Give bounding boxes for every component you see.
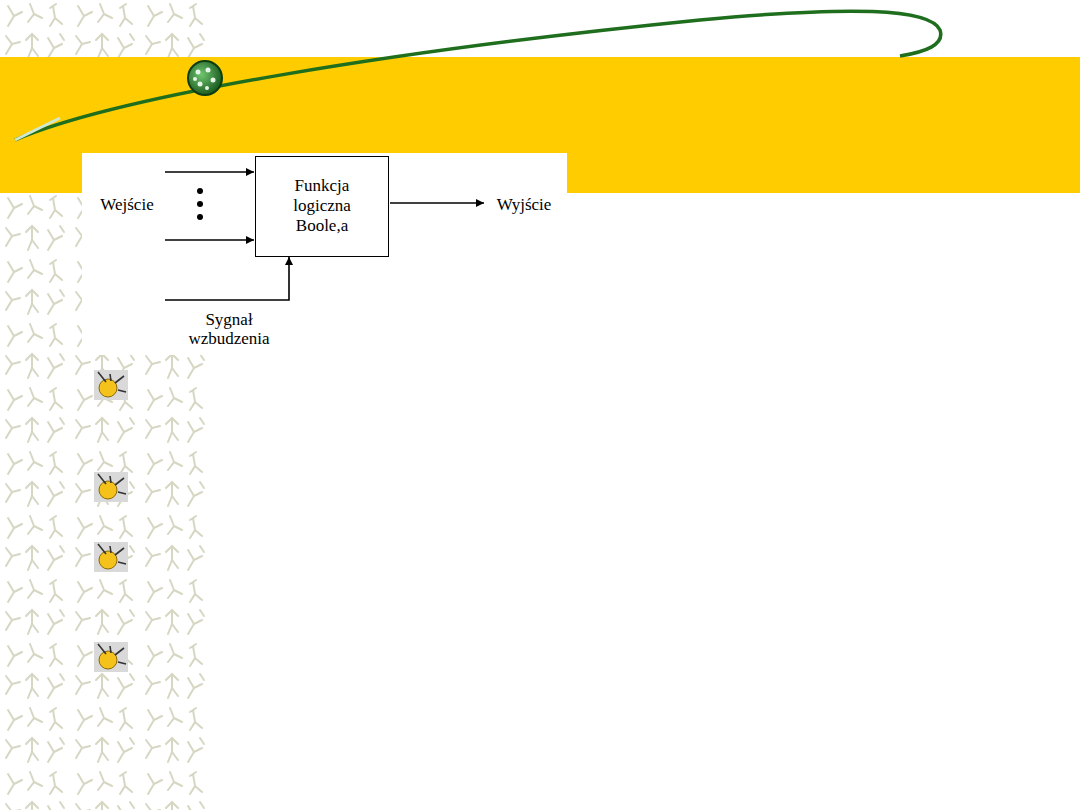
bullet-icons bbox=[94, 370, 128, 672]
box-content: Funkcja logiczna Boole,a bbox=[283, 176, 361, 236]
orbit-tail bbox=[15, 118, 60, 140]
ball-dots bbox=[193, 68, 216, 91]
signal-label: Wyjście bbox=[484, 195, 564, 214]
box-text: Funkcja logiczna Boole,a bbox=[283, 176, 361, 236]
signal-label: Sygnał wzbudzenia bbox=[181, 310, 277, 348]
figure-panel bbox=[82, 153, 567, 355]
orbit-line bbox=[15, 11, 941, 140]
function-box: Funkcja logiczna Boole,a bbox=[255, 156, 389, 257]
orbit-ball bbox=[188, 61, 222, 95]
ellipsis-dots bbox=[197, 188, 203, 220]
signal-label: Wejście bbox=[87, 195, 167, 214]
